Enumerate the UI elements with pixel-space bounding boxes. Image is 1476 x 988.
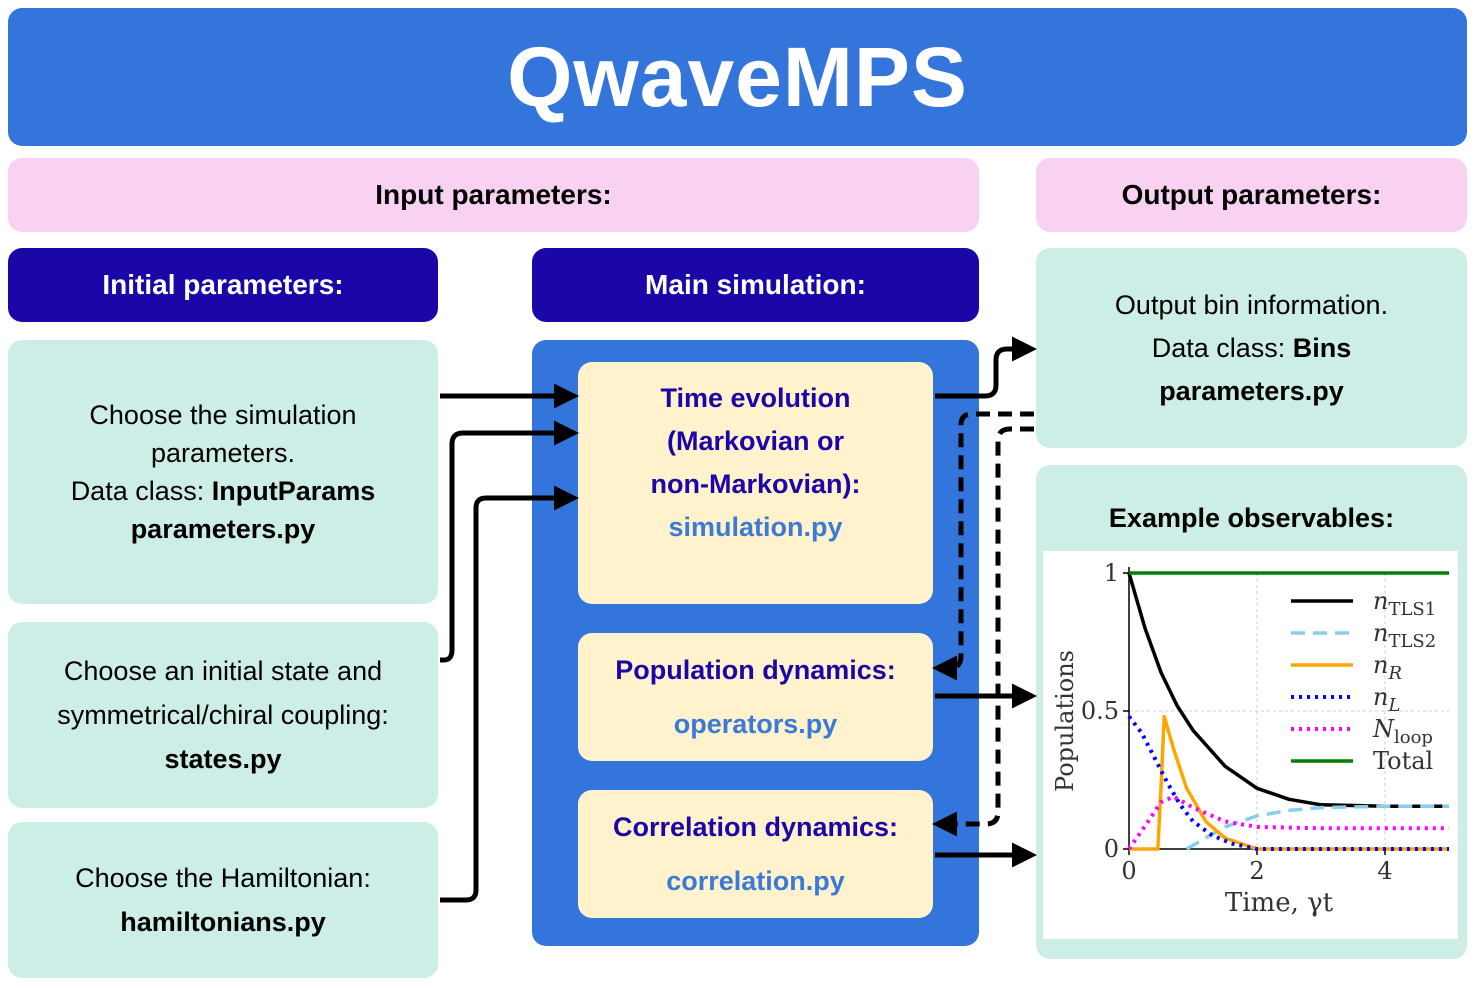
series-n-l xyxy=(1127,715,1449,851)
params-line2: parameters. xyxy=(150,438,296,468)
population-dynamics-box: Population dynamics: operators.py xyxy=(578,633,933,761)
x-tick-label: 4 xyxy=(1377,857,1392,885)
legend-entry: nTLS2 xyxy=(1373,619,1436,652)
hamiltonian-line1: Choose the Hamiltonian: xyxy=(75,863,371,893)
correlation-dynamics-box: Correlation dynamics: correlation.py xyxy=(578,790,933,918)
time-evolution-line3: non-Markovian): xyxy=(650,469,861,499)
time-evolution-line1: Time evolution xyxy=(660,383,851,413)
main-simulation-label: Main simulation: xyxy=(645,269,866,300)
states-line2: symmetrical/chiral coupling: xyxy=(57,700,389,730)
bins-file: parameters.py xyxy=(1159,375,1344,406)
time-evolution-box: Time evolution (Markovian or non-Markovi… xyxy=(578,362,933,604)
simulation-file: simulation.py xyxy=(668,512,843,542)
legend-entry: nL xyxy=(1373,683,1400,716)
initial-parameters-header: Initial parameters: xyxy=(8,248,438,322)
y-axis-label: Populations xyxy=(1051,650,1079,792)
bins-line1: Output bin information. xyxy=(1114,289,1389,320)
input-parameters-label: Input parameters: xyxy=(375,179,612,210)
params-line1: Choose the simulation xyxy=(89,400,357,430)
output-parameters-label: Output parameters: xyxy=(1121,179,1382,210)
correlation-file: correlation.py xyxy=(666,866,845,896)
population-dynamics-title: Population dynamics: xyxy=(615,655,896,685)
main-simulation-header: Main simulation: xyxy=(532,248,979,322)
bins-class-name: Bins xyxy=(1292,332,1352,363)
y-tick-label: 1 xyxy=(1104,559,1119,587)
initial-parameters-label: Initial parameters: xyxy=(102,269,344,300)
legend-entry: nTLS1 xyxy=(1373,587,1436,620)
correlation-dynamics-title: Correlation dynamics: xyxy=(612,812,899,842)
params-class-name: InputParams xyxy=(211,476,376,506)
y-tick-label: 0 xyxy=(1104,835,1119,863)
title-bar: QwaveMPS xyxy=(8,8,1467,146)
series-n-tls1 xyxy=(1127,572,1449,808)
series-n-loop xyxy=(1127,794,1449,851)
output-parameters-header: Output parameters: xyxy=(1036,158,1467,232)
initial-state-box: Choose an initial state and symmetrical/… xyxy=(8,622,438,808)
legend-entry: Total xyxy=(1373,747,1433,775)
states-line1: Choose an initial state and xyxy=(63,656,383,686)
series-n-r xyxy=(1129,714,1449,851)
legend-entry: nR xyxy=(1373,651,1402,684)
simulation-parameters-box: Choose the simulation parameters. Data c… xyxy=(8,340,438,604)
x-axis-label: Time, γt xyxy=(1225,888,1334,918)
example-observables-title: Example observables: xyxy=(1108,503,1395,533)
hamiltonian-box: Choose the Hamiltonian: hamiltonians.py xyxy=(8,822,438,978)
legend-entry: Nloop xyxy=(1372,715,1433,748)
page-title: QwaveMPS xyxy=(507,29,968,124)
input-parameters-header: Input parameters: xyxy=(8,158,979,232)
series-n-tls2 xyxy=(1185,804,1449,851)
x-tick-label: 2 xyxy=(1249,857,1264,885)
time-evolution-line2: (Markovian or xyxy=(666,426,845,456)
output-bins-box: Output bin information. Data class: Bins… xyxy=(1036,248,1467,448)
x-tick-label: 0 xyxy=(1121,857,1136,885)
y-tick-label: 0.5 xyxy=(1081,697,1119,725)
params-line3: Data class: InputParams xyxy=(70,476,376,506)
bins-line2: Data class: Bins xyxy=(1151,332,1352,363)
hamiltonian-file: hamiltonians.py xyxy=(120,907,326,937)
operators-file: operators.py xyxy=(673,709,838,739)
params-file: parameters.py xyxy=(130,514,316,544)
states-file: states.py xyxy=(164,744,282,774)
